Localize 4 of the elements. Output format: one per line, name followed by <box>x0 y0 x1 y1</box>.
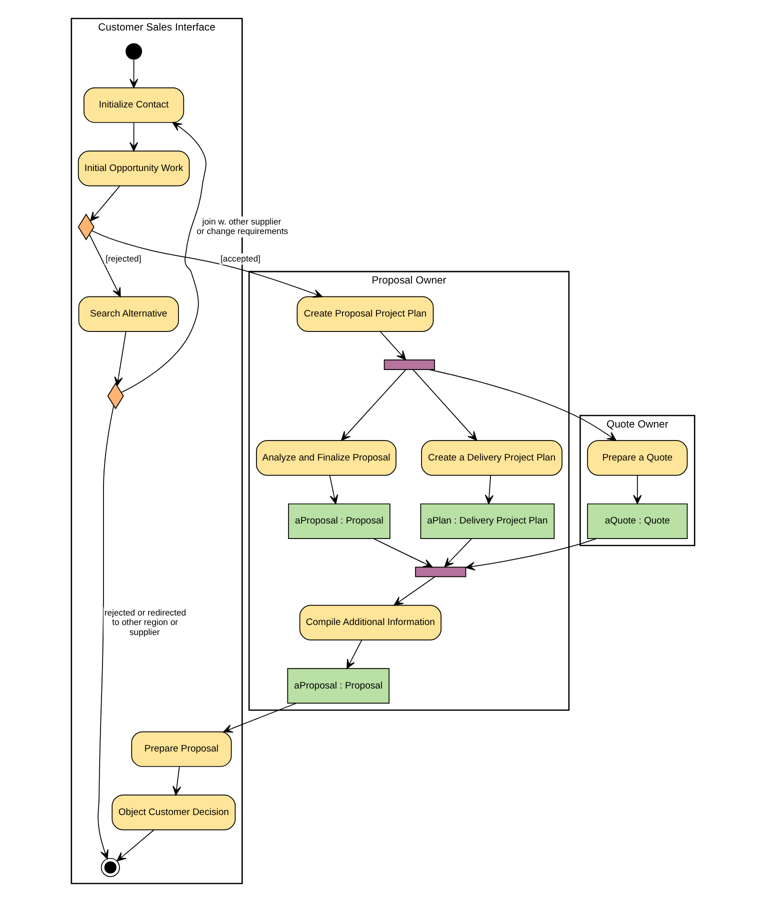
edge-label: rejected or redirected to other region or supplier <box>104 608 186 637</box>
edge-label: [rejected] <box>105 254 141 264</box>
edge-label: [accepted] <box>220 254 260 264</box>
edge-label: join w. other supplier or change requirements <box>196 216 288 236</box>
